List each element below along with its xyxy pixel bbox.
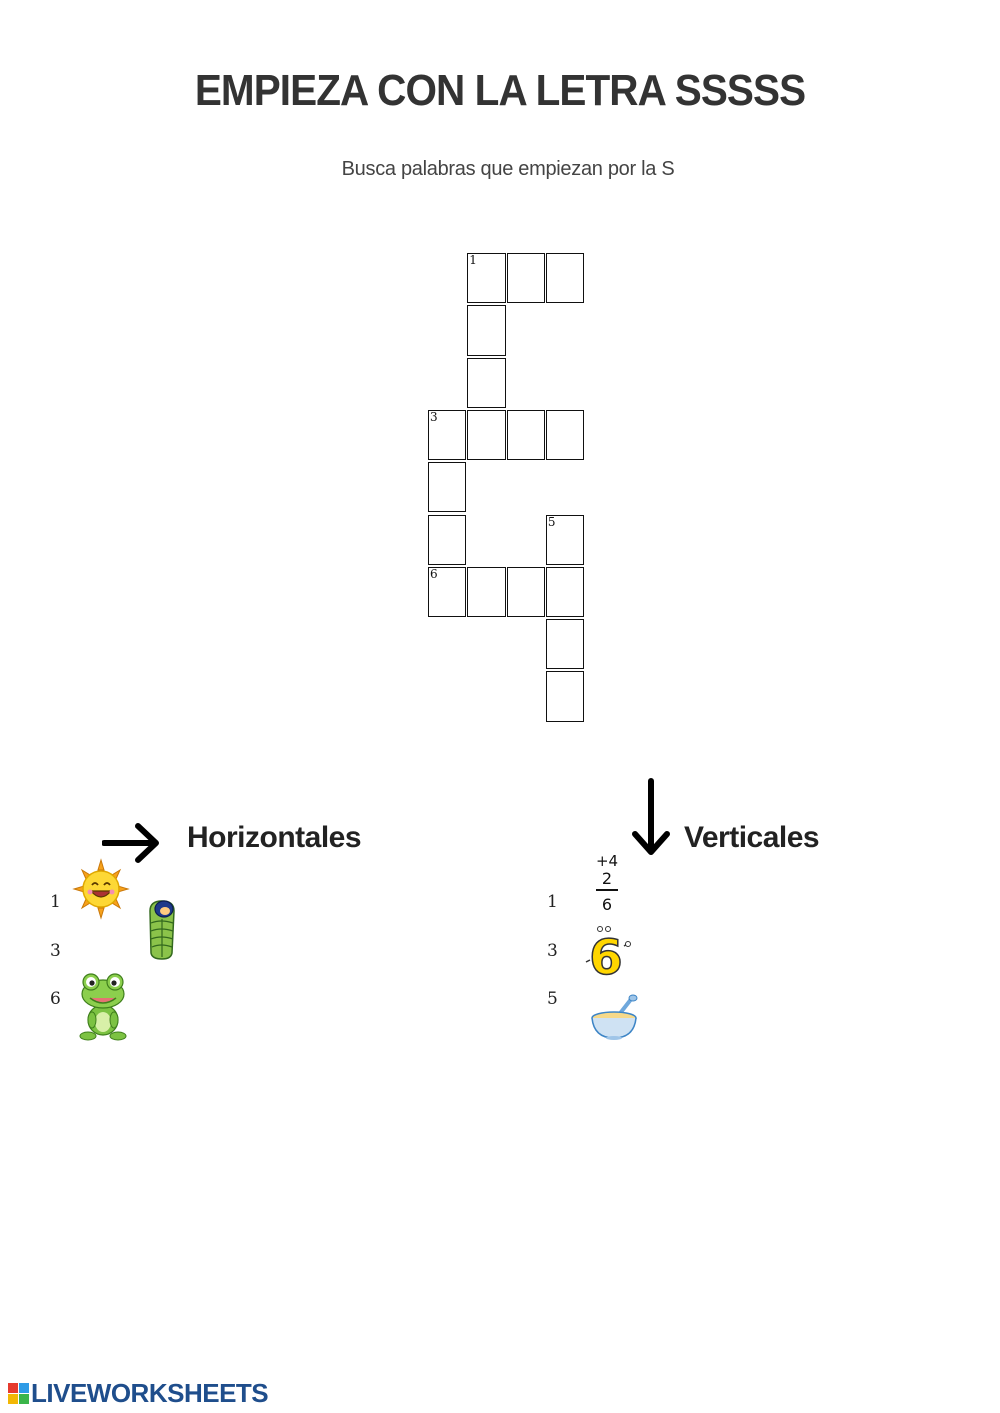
frog-icon bbox=[79, 973, 127, 1041]
vertical-clue-1-number: 1 bbox=[547, 892, 558, 912]
addition-sum-icon: +4 2 6 bbox=[596, 852, 618, 914]
clue-number-label: 1 bbox=[469, 253, 477, 267]
crossword-cell[interactable] bbox=[467, 409, 506, 461]
horizontal-clue-6-number: 6 bbox=[50, 989, 61, 1009]
logo-block-4 bbox=[19, 1394, 29, 1404]
sum-addend-1: +4 bbox=[596, 852, 618, 870]
sum-result: 6 bbox=[602, 895, 612, 914]
crossword-cell[interactable] bbox=[506, 566, 545, 618]
crossword-cell[interactable]: 6 bbox=[428, 566, 467, 618]
crossword-cell[interactable] bbox=[506, 253, 545, 304]
sun-icon bbox=[72, 858, 130, 920]
vertical-clue-5-number: 5 bbox=[547, 989, 558, 1009]
clue-number-label: 5 bbox=[547, 514, 556, 529]
brand-name: LIVEWORKSHEETS bbox=[31, 1378, 269, 1408]
crossword-cell[interactable] bbox=[428, 514, 467, 565]
liveworksheets-logo: LIVEWORKSHEETS bbox=[8, 1378, 269, 1409]
page-subtitle: Busca palabras que empiezan por la S bbox=[341, 158, 675, 180]
logo-blocks-icon bbox=[8, 1383, 29, 1404]
crossword-cell[interactable] bbox=[467, 566, 506, 618]
crossword-cell[interactable] bbox=[545, 619, 585, 670]
arrow-right-icon bbox=[102, 823, 159, 863]
horizontal-clue-1-number: 1 bbox=[50, 892, 61, 912]
crossword-cell[interactable] bbox=[467, 357, 506, 408]
number-six-icon: 6 bbox=[585, 926, 631, 980]
six-digit: 6 bbox=[589, 930, 622, 980]
sleeping-bag-icon bbox=[149, 900, 175, 960]
logo-block-2 bbox=[19, 1383, 29, 1393]
crossword-cell[interactable]: 5 bbox=[545, 514, 585, 565]
crossword-cell[interactable] bbox=[506, 409, 545, 461]
arrow-down-icon bbox=[632, 778, 670, 855]
vertical-heading: Verticales bbox=[684, 821, 820, 854]
crossword-cell[interactable]: 1 bbox=[467, 253, 506, 304]
crossword-cell[interactable] bbox=[467, 305, 506, 356]
crossword-cell[interactable] bbox=[545, 566, 585, 618]
clue-number-label: 3 bbox=[430, 409, 438, 424]
soup-bowl-icon bbox=[591, 994, 638, 1040]
horizontal-heading: Horizontales bbox=[187, 821, 362, 854]
logo-block-1 bbox=[8, 1383, 18, 1393]
crossword-cell[interactable] bbox=[428, 462, 467, 513]
page-title: EMPIEZA CON LA LETRA SSSSS bbox=[194, 66, 806, 115]
logo-block-3 bbox=[8, 1394, 18, 1404]
crossword-cell[interactable] bbox=[545, 671, 585, 722]
clue-number-label: 6 bbox=[430, 566, 438, 581]
vertical-clue-3-number: 3 bbox=[547, 941, 558, 961]
crossword-cell[interactable] bbox=[545, 253, 585, 304]
crossword-cell[interactable] bbox=[545, 409, 585, 461]
sum-addend-2: 2 bbox=[602, 869, 612, 888]
horizontal-clue-3-number: 3 bbox=[50, 941, 61, 961]
crossword-cell[interactable]: 3 bbox=[428, 409, 467, 461]
